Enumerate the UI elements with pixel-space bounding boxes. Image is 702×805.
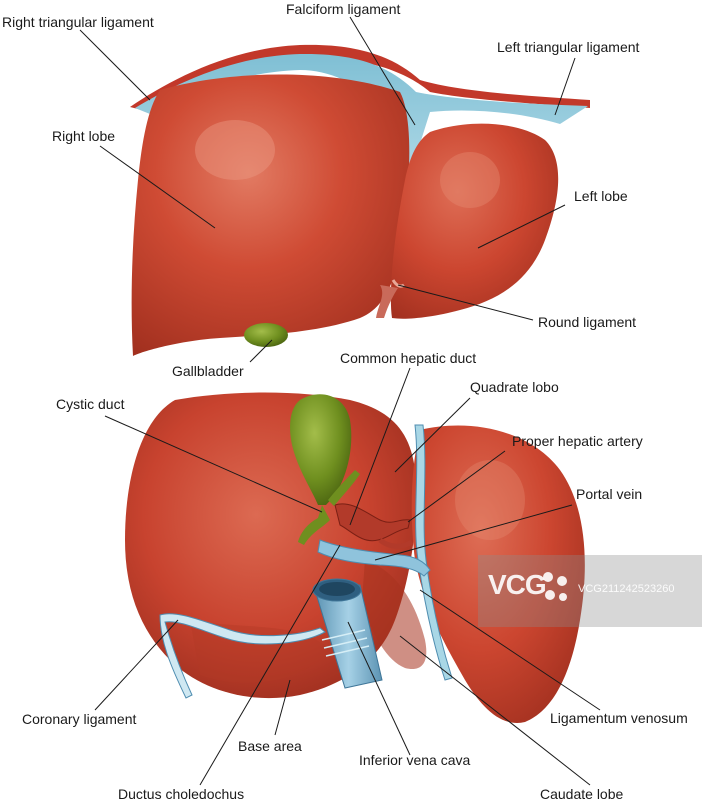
watermark: VCG VCG211242523260	[478, 555, 702, 627]
leader-coronary-ligament	[94, 619, 179, 711]
right-lobe-shape	[131, 74, 410, 356]
leader-cystic-duct	[104, 415, 323, 513]
label-inferior-vena-cava: Inferior vena cava	[359, 752, 471, 768]
label-base-area: Base area	[238, 738, 302, 754]
leader-gallbladder	[249, 339, 273, 363]
label-gallbladder: Gallbladder	[172, 363, 244, 379]
ivc-shape	[312, 578, 383, 689]
leader-ductus-choledochus	[199, 544, 341, 786]
anterior-view	[130, 44, 590, 356]
leader-quadrate-lobo	[394, 397, 471, 473]
leader-falciform	[349, 16, 416, 126]
visceral-view	[125, 392, 585, 723]
hepatic-duct-shape	[328, 470, 360, 506]
watermark-id: VCG211242523260	[578, 583, 675, 595]
label-ligamentum-venosum: Ligamentum venosum	[550, 710, 688, 726]
hepatic-artery-shape	[334, 503, 411, 542]
leader-round-ligament	[397, 284, 534, 321]
leader-right-lobe	[99, 145, 216, 229]
cystic-duct-shape	[298, 505, 330, 545]
left-lobe-highlight	[440, 152, 500, 208]
label-ductus-choledochus: Ductus choledochus	[118, 786, 245, 802]
ligamentum-venosum-line	[414, 424, 453, 681]
label-left-lobe: Left lobe	[574, 188, 628, 204]
watermark-mark-icon	[543, 572, 567, 601]
leader-common-hepatic-duct	[349, 367, 411, 526]
caudate-region	[362, 560, 427, 670]
left-visceral-highlight	[455, 460, 525, 540]
leader-base-area	[274, 679, 291, 736]
label-coronary-ligament: Coronary ligament	[22, 711, 137, 727]
gallbladder-tip	[244, 323, 288, 347]
label-right-lobe: Right lobe	[52, 128, 116, 144]
leader-left-lobe	[477, 204, 566, 249]
label-left-triangular-ligament: Left triangular ligament	[497, 39, 640, 55]
label-caudate-lobe: Caudate lobe	[540, 786, 624, 802]
left-lobe-shape	[390, 123, 559, 319]
artery-branch	[378, 537, 414, 549]
leader-ivc	[347, 621, 411, 756]
leader-right-triangular	[79, 29, 151, 101]
label-round-ligament: Round ligament	[538, 314, 637, 330]
leader-lines	[79, 16, 601, 786]
watermark-logo: VCG	[488, 569, 547, 600]
leader-ligamentum-venosum	[419, 589, 601, 711]
label-quadrate-lobo: Quadrate lobo	[470, 379, 559, 395]
label-common-hepatic-duct: Common hepatic duct	[340, 350, 477, 366]
right-lobe-highlight	[195, 120, 275, 180]
label-proper-hepatic-artery: Proper hepatic artery	[512, 433, 643, 449]
gallbladder-shape	[290, 394, 352, 505]
label-cystic-duct: Cystic duct	[56, 396, 125, 412]
leader-portal-vein	[374, 504, 573, 561]
leader-caudate-lobe	[399, 635, 591, 786]
leader-left-triangular	[554, 57, 576, 116]
label-falciform-ligament: Falciform ligament	[286, 1, 401, 17]
round-ligament-shape	[376, 285, 398, 318]
label-right-triangular-ligament: Right triangular ligament	[2, 14, 154, 30]
leader-proper-hepatic-artery	[407, 450, 506, 523]
label-portal-vein: Portal vein	[576, 486, 643, 502]
visceral-left-lobe	[411, 425, 585, 723]
portal-vein-shape	[317, 539, 431, 577]
